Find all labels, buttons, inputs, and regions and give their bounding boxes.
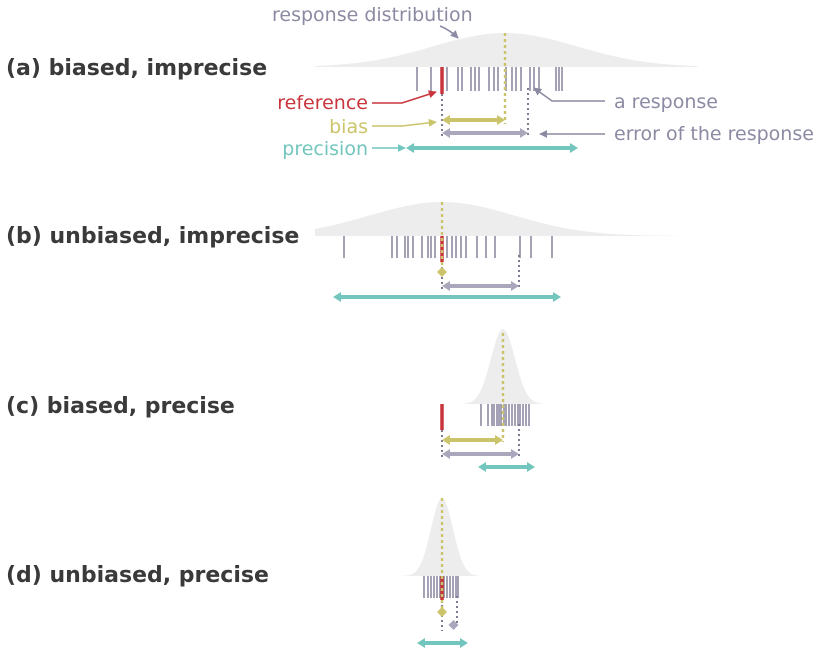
bias-arrow-a-head-left — [442, 115, 450, 125]
error-arrow-a-head-right — [520, 128, 528, 138]
distribution-curve-c — [315, 329, 698, 404]
label-reference: reference — [277, 92, 368, 114]
precision-arrow-d-head-left — [417, 638, 425, 648]
precision-arrow-b-head-left — [333, 292, 341, 302]
panel-title-b: (b) unbiased, imprecise — [6, 224, 299, 249]
panel-title-a: (a) biased, imprecise — [6, 56, 267, 81]
error-arrow-b-head-right — [511, 281, 519, 291]
label-response-distribution: response distribution — [272, 4, 473, 26]
precision-arrow-c-head-right — [527, 462, 535, 472]
error-arrow-b-head-left — [442, 281, 450, 291]
panel-marks-a — [406, 33, 578, 153]
error-arrow-b — [442, 281, 519, 291]
precision-arrow-b-head-right — [553, 292, 561, 302]
error-arrow-c-head-left — [442, 449, 450, 459]
label-a-response: a response — [614, 91, 718, 113]
precision-arrow-a-head-right — [570, 143, 578, 153]
bias-arrow-a — [442, 115, 505, 125]
error-marker-d — [448, 620, 459, 630]
error-arrow-c — [442, 449, 519, 459]
label-precision: precision — [282, 138, 368, 160]
pointer-bias — [372, 118, 437, 127]
label-error-of-response: error of the response — [614, 123, 814, 145]
distribution-curve-d — [315, 498, 698, 576]
error-arrow-a — [442, 128, 528, 138]
precision-arrow-d — [417, 638, 468, 648]
pointer-reference — [372, 90, 437, 104]
panel-marks-d — [417, 498, 468, 648]
bias-arrow-a-head-right — [497, 115, 505, 125]
bias-marker-b — [437, 267, 447, 277]
precision-arrow-d-head-right — [460, 638, 468, 648]
precision-arrow-c-head-left — [478, 462, 486, 472]
bias-arrow-c-head-left — [442, 435, 450, 445]
pointer-response-distribution — [439, 25, 459, 39]
precision-arrow-c — [478, 462, 535, 472]
bias-arrow-c-head-right — [495, 435, 503, 445]
mark-layer — [333, 33, 578, 648]
bias-marker-d — [437, 607, 447, 617]
precision-arrow-b — [333, 292, 561, 302]
precision-arrow-a-head-left — [406, 143, 414, 153]
distribution-curve-b — [315, 202, 698, 236]
label-bias: bias — [329, 116, 368, 138]
precision-arrow-a — [406, 143, 578, 153]
bias-arrow-c — [442, 435, 503, 445]
panel-marks-c — [440, 333, 535, 472]
distribution-layer — [315, 33, 698, 576]
panel-title-d: (d) unbiased, precise — [6, 563, 269, 588]
pointer-a-response — [533, 87, 605, 102]
error-arrow-a-head-left — [442, 128, 450, 138]
panel-marks-b — [333, 202, 561, 302]
error-arrow-c-head-right — [511, 449, 519, 459]
distribution-curve-a — [315, 33, 698, 67]
panel-title-c: (c) biased, precise — [6, 394, 235, 419]
